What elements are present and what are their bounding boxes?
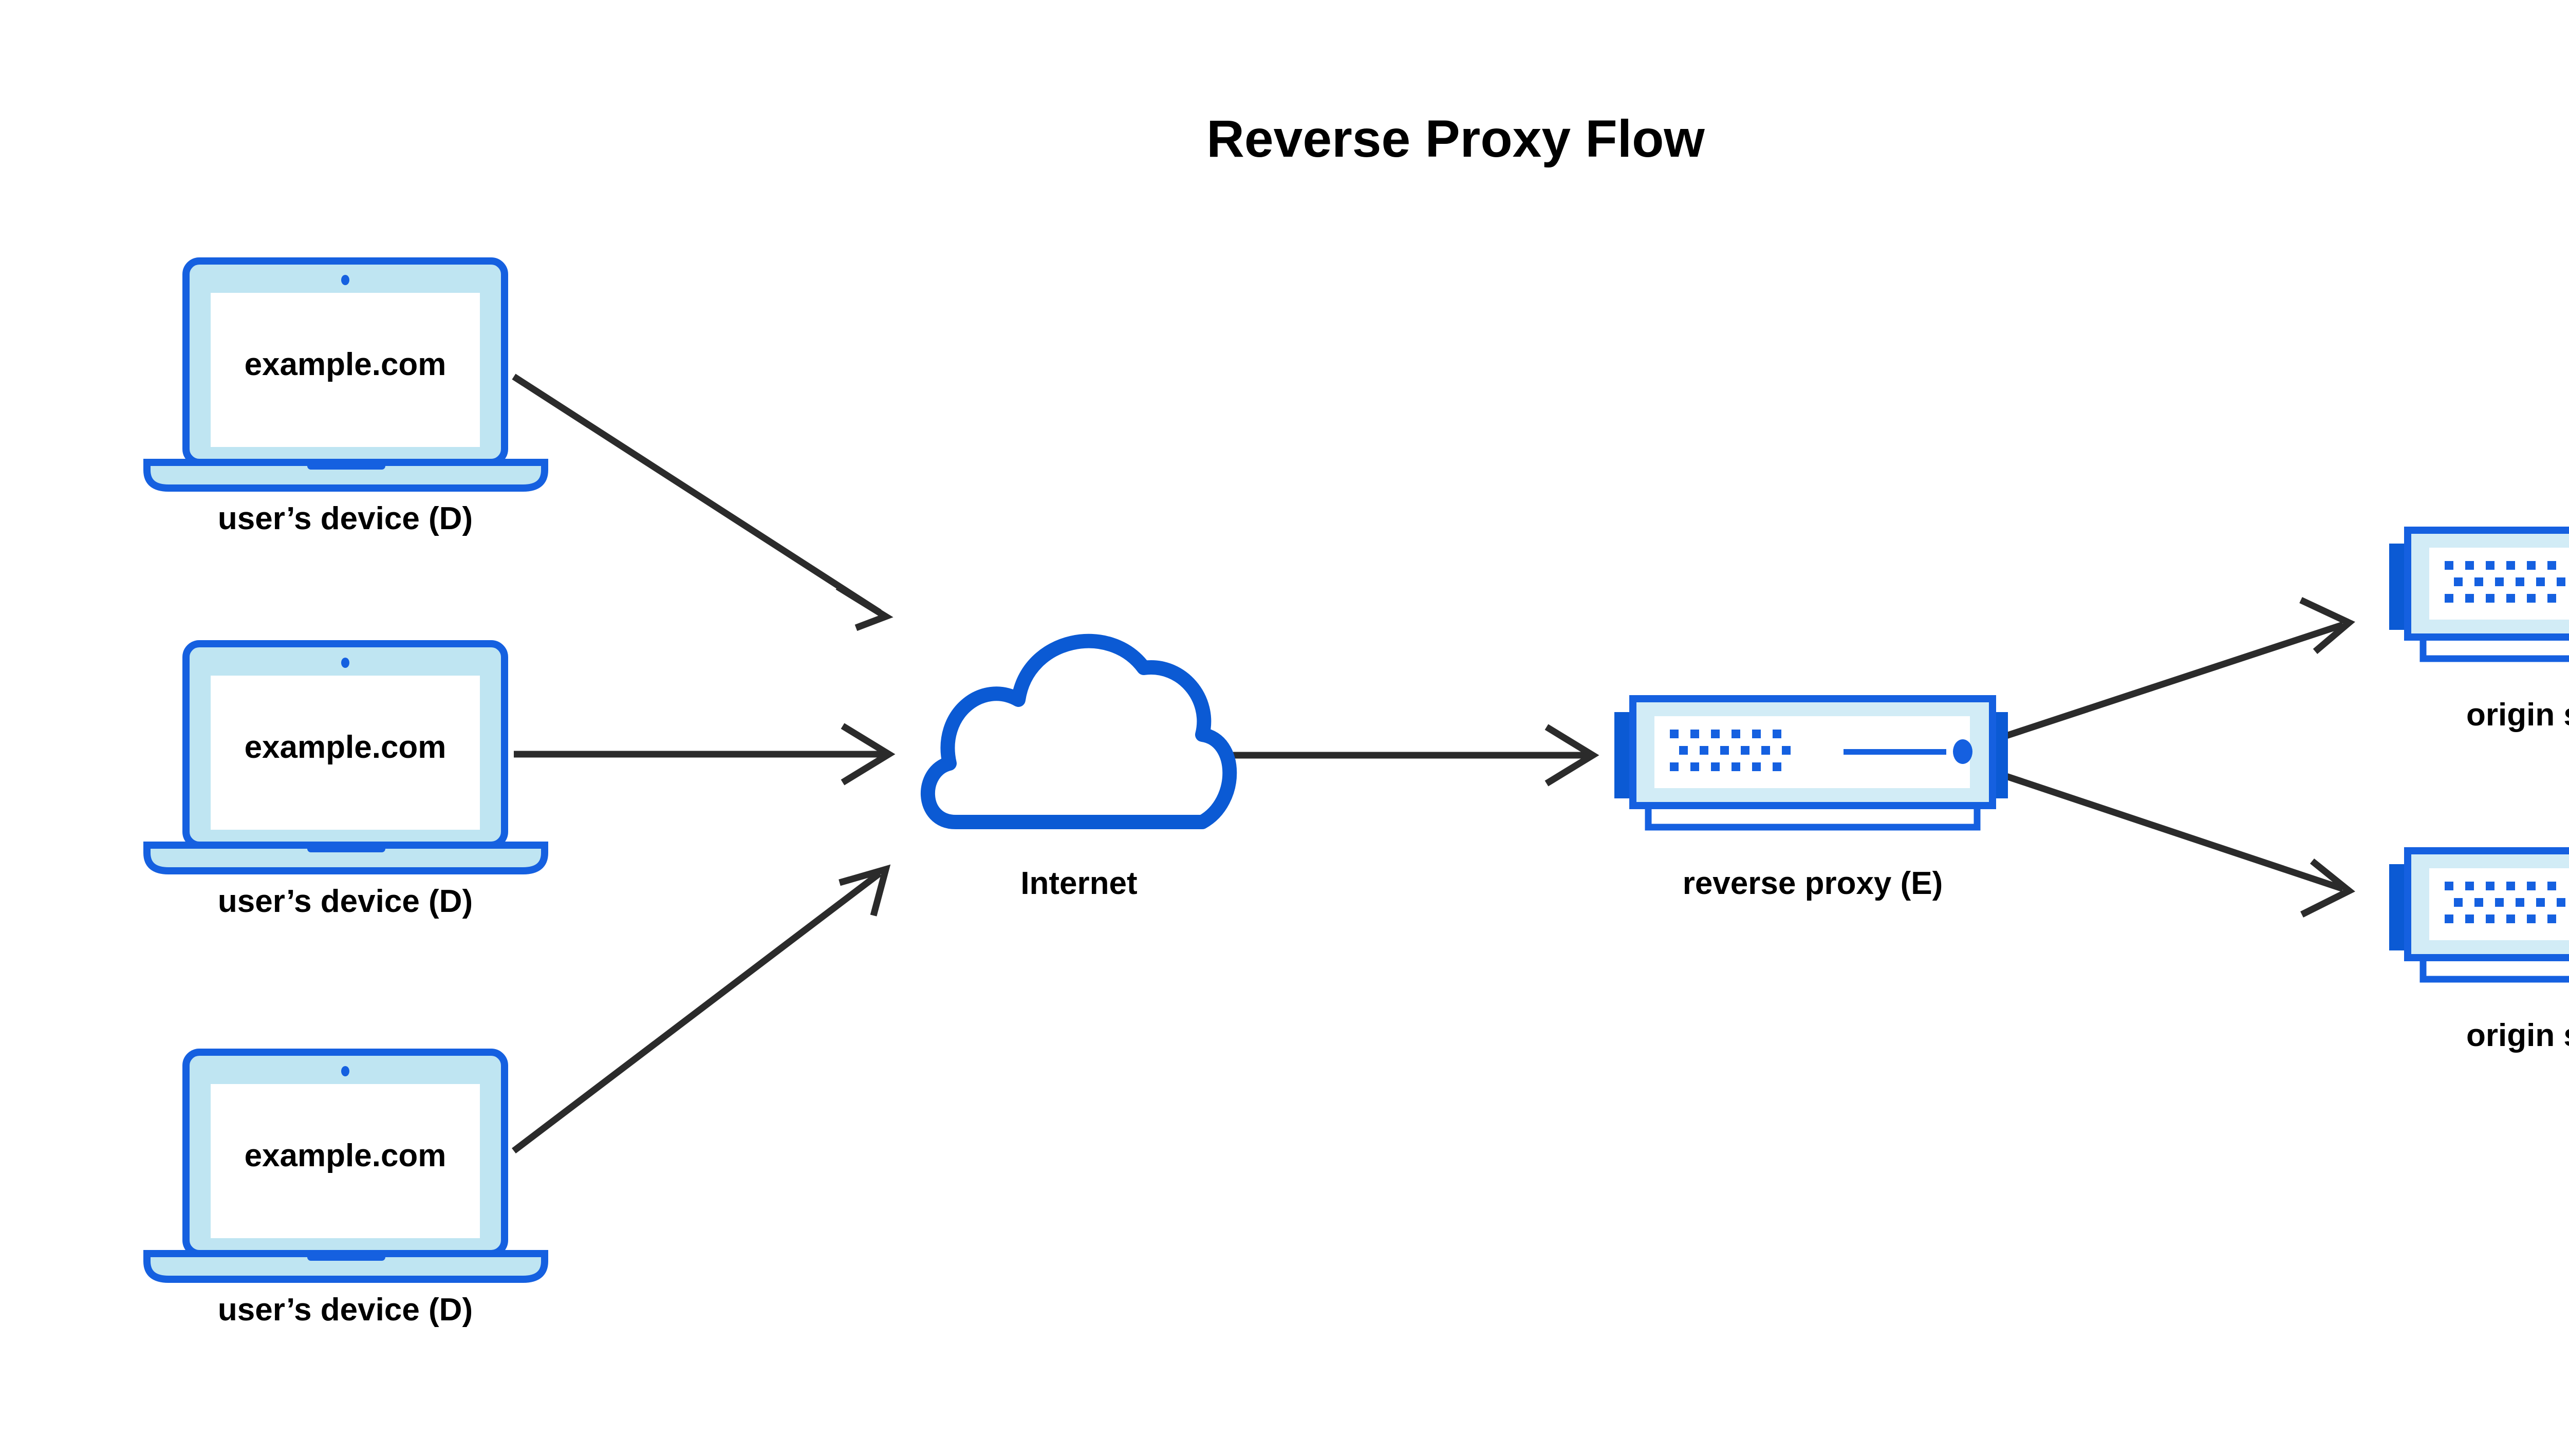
laptop-trackpad-notch xyxy=(307,461,385,470)
laptop-camera-icon xyxy=(341,658,349,668)
reverse-proxy-label: reverse proxy (E) xyxy=(1683,866,1943,901)
origin-server-bottom-label: origin server (F) xyxy=(2466,1018,2569,1053)
arrow-internet-to-reverse-proxy xyxy=(1233,724,1599,787)
internet-cloud[interactable]: Internet xyxy=(921,633,1237,901)
laptop-screen xyxy=(211,293,480,447)
client-device-top[interactable]: example.com user’s device (D) xyxy=(143,257,548,536)
arrow-reverse-proxy-to-origin-bottom xyxy=(2003,772,2355,918)
laptop-trackpad-notch xyxy=(307,844,385,852)
laptop-camera-icon xyxy=(341,275,349,285)
server-led-grid xyxy=(1670,730,1791,771)
laptop-camera-icon xyxy=(341,1066,349,1076)
client-device-bottom[interactable]: example.com user’s device (D) xyxy=(143,1049,548,1328)
laptop-screen xyxy=(211,676,480,830)
reverse-proxy-server[interactable]: reverse proxy (E) xyxy=(1614,695,2008,901)
laptop-base xyxy=(143,842,548,874)
laptop-base xyxy=(143,1250,548,1283)
page-title: Reverse Proxy Flow xyxy=(1206,109,1705,168)
server-power-dot-icon xyxy=(1953,739,1972,764)
client-device-middle[interactable]: example.com user’s device (D) xyxy=(143,640,548,919)
laptop-screen-url: example.com xyxy=(245,347,446,382)
origin-server-top-label: origin server (F) xyxy=(2466,697,2569,733)
arrow-device-bottom-to-internet xyxy=(512,864,891,1154)
arrow-device-top-to-internet xyxy=(512,374,893,631)
internet-cloud-label: Internet xyxy=(1020,866,1137,901)
laptop-screen xyxy=(211,1084,480,1238)
client-device-middle-label: user’s device (D) xyxy=(218,884,473,919)
flow-arrows xyxy=(512,374,2355,1154)
server-status-bar xyxy=(1844,749,1946,755)
origin-server-bottom[interactable]: origin server (F) xyxy=(2389,847,2569,1053)
laptop-screen-url: example.com xyxy=(245,1138,446,1173)
cloud-icon xyxy=(921,633,1237,829)
laptop-screen-url: example.com xyxy=(245,730,446,765)
arrow-device-middle-to-internet xyxy=(514,723,896,786)
client-device-top-label: user’s device (D) xyxy=(218,501,473,536)
origin-server-top[interactable]: origin server (F) xyxy=(2389,527,2569,733)
arrow-reverse-proxy-to-origin-top xyxy=(2003,597,2355,740)
server-led-grid xyxy=(2445,561,2565,603)
laptop-base xyxy=(143,459,548,492)
server-led-grid xyxy=(2445,882,2565,923)
client-device-bottom-label: user’s device (D) xyxy=(218,1292,473,1328)
laptop-trackpad-notch xyxy=(307,1253,385,1261)
